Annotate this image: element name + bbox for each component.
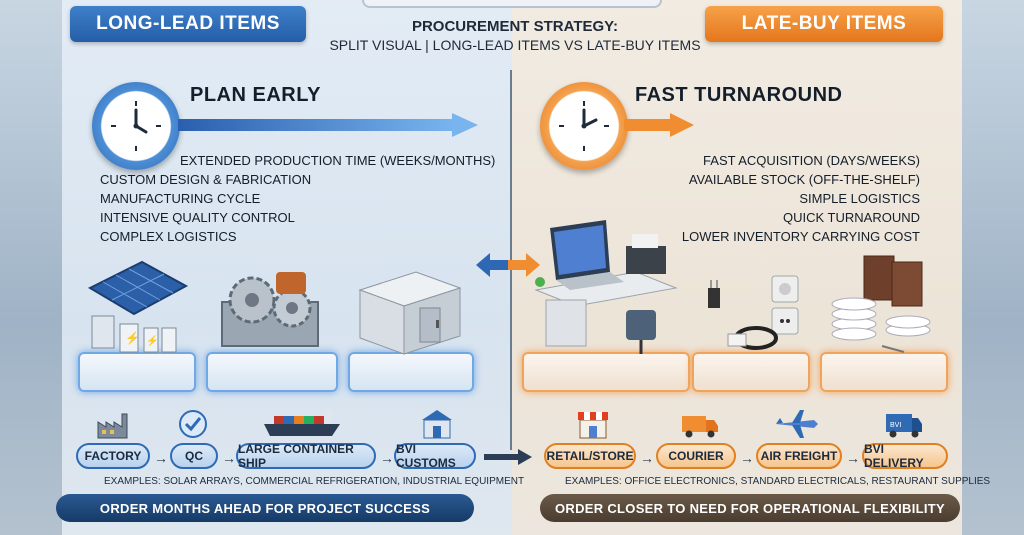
long-lead-banner: ORDER MONTHS AHEAD FOR PROJECT SUCCESS — [56, 494, 474, 522]
late-buy-tag: LATE-BUY ITEMS — [705, 6, 943, 42]
industrial-machine-icon — [221, 272, 319, 347]
solar-panel-icon: ⚡⚡ — [87, 260, 189, 353]
page-title: PROCUREMENT STRATEGY: — [411, 18, 619, 35]
flow-arrow-icon: → — [740, 450, 754, 466]
list-item: Lower inventory carrying cost — [681, 229, 920, 244]
flow-arrow-icon: → — [846, 450, 860, 466]
flow-step-retail: RETAIL/STORE — [544, 443, 636, 469]
office-platform — [522, 352, 690, 392]
long-lead-examples: Examples: Solar arrays, commercial refri… — [104, 476, 525, 487]
flow-step-factory: FACTORY — [76, 443, 150, 469]
flow-arrow-icon: → — [640, 450, 654, 466]
list-item: Extended production time (weeks/months) — [180, 153, 496, 168]
cold-room-icon — [358, 271, 462, 355]
svg-text:BVI: BVI — [890, 422, 901, 429]
svg-text:⚡: ⚡ — [125, 331, 140, 345]
right-warehouse-scene — [962, 0, 1024, 535]
list-item: Custom design & fabrication — [100, 172, 312, 187]
factory-icon — [97, 413, 128, 439]
delivery-van-icon: BVI — [886, 414, 922, 438]
list-item: Available stock (off-the-shelf) — [688, 172, 920, 187]
list-item: Complex logistics — [100, 229, 237, 244]
electricals-platform — [692, 352, 810, 392]
plan-early-heading: PLAN EARLY — [190, 84, 321, 106]
clock-icon — [540, 82, 628, 170]
list-item: Quick turnaround — [783, 210, 920, 225]
late-buy-banner: ORDER CLOSER TO NEED FOR OPERATIONAL FLE… — [540, 494, 960, 522]
fast-turnaround-heading: FAST TURNAROUND — [635, 84, 843, 106]
customs-building-icon — [422, 410, 452, 439]
solar-platform — [78, 352, 196, 392]
refrigeration-platform — [348, 352, 474, 392]
airplane-icon — [776, 410, 818, 438]
flow-step-customs: BVI CUSTOMS — [394, 442, 476, 470]
late-buy-points: Fast acquisition (days/weeks) Available … — [615, 151, 920, 246]
transition-arrow-icon — [484, 449, 532, 465]
flow-arrow-icon: → — [222, 450, 236, 466]
machinery-platform — [206, 352, 338, 392]
container-ship-icon — [264, 410, 340, 436]
svg-text:⚡: ⚡ — [146, 334, 158, 347]
flow-step-courier: COURIER — [656, 443, 736, 469]
list-item: Manufacturing cycle — [100, 191, 261, 206]
delivery-truck-icon — [682, 416, 718, 438]
storefront-icon — [578, 412, 608, 439]
clock-icon — [92, 82, 180, 170]
late-buy-examples: Examples: Office electronics, standard e… — [565, 476, 991, 487]
left-warehouse-scene — [0, 0, 62, 535]
list-item: Intensive quality control — [100, 210, 295, 225]
long-lead-tag: LONG-LEAD ITEMS — [70, 6, 306, 42]
long-arrow-icon — [178, 113, 478, 137]
page-subtitle: SPLIT VISUAL | LONG-LEAD ITEMS VS LATE-B… — [329, 37, 701, 53]
flow-arrow-icon: → — [380, 450, 394, 466]
flow-arrow-icon: → — [154, 450, 168, 466]
restaurant-platform — [820, 352, 948, 392]
restaurant-supplies-icon — [831, 255, 931, 353]
swap-arrows-icon — [476, 253, 540, 277]
short-arrow-icon — [624, 113, 694, 137]
checkmark-badge-icon — [179, 410, 207, 438]
flow-step-delivery: BVI DELIVERY — [862, 442, 948, 470]
office-desk-icon — [534, 220, 678, 354]
electrical-supplies-icon — [708, 275, 799, 350]
list-item: Simple logistics — [799, 191, 920, 206]
long-lead-points: Extended production time (weeks/months) … — [100, 151, 495, 246]
flow-step-air: AIR FREIGHT — [756, 443, 842, 469]
flow-step-qc: QC — [170, 443, 218, 469]
list-item: Fast acquisition (days/weeks) — [703, 153, 920, 168]
title-tab — [362, 0, 662, 8]
flow-step-ship: LARGE CONTAINER SHIP — [236, 442, 376, 470]
